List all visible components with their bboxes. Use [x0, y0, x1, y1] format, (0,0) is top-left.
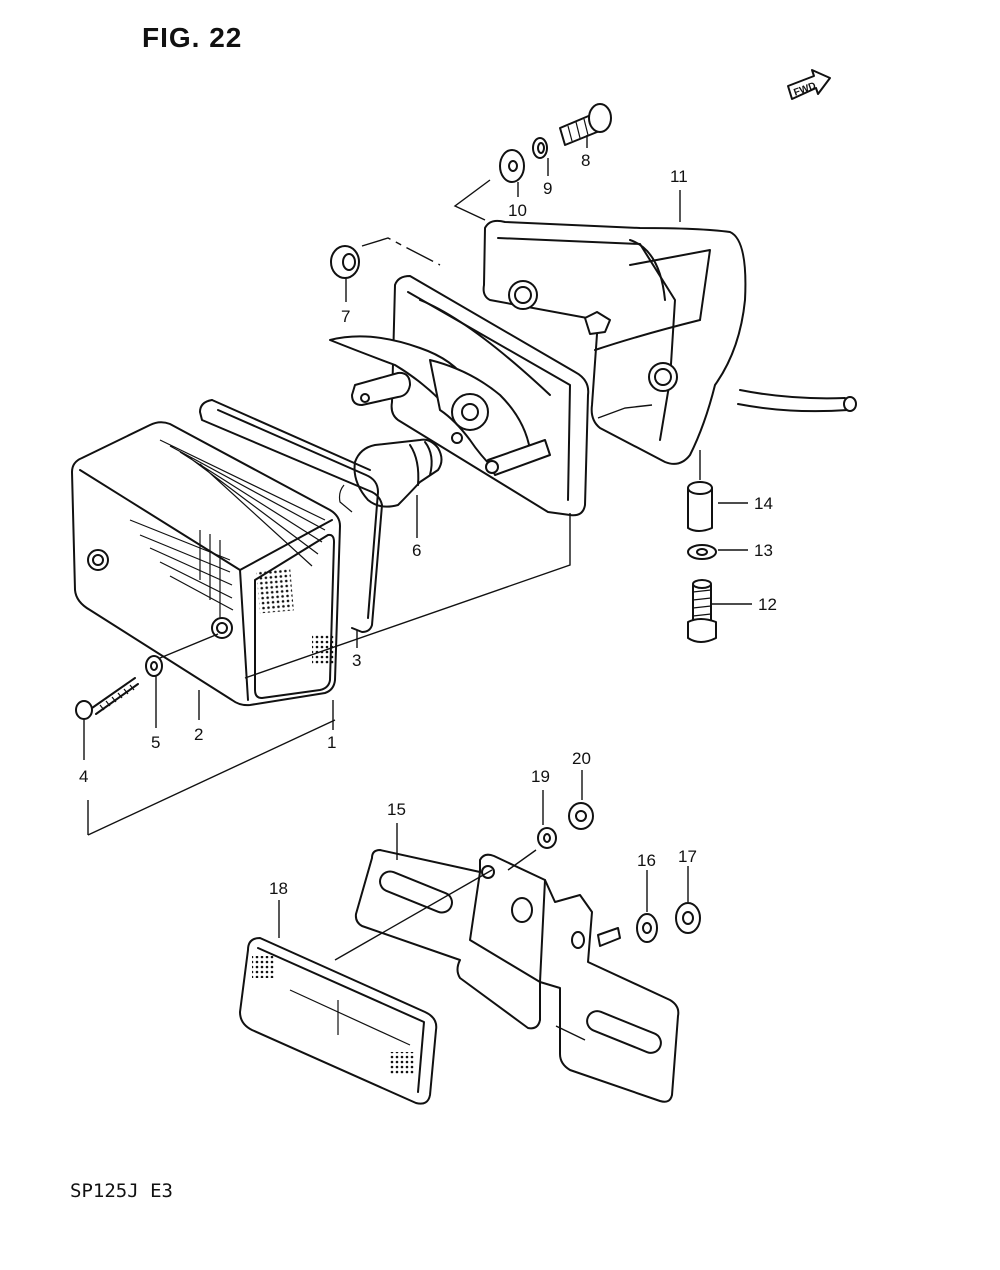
callout-16: 16 — [637, 851, 656, 870]
part-9-washer — [532, 137, 548, 159]
part-14-spacer — [687, 481, 713, 532]
callout-1: 1 — [327, 733, 336, 752]
part-18-reflector — [239, 937, 438, 1105]
callout-4: 4 — [79, 767, 88, 786]
callout-3: 3 — [352, 651, 361, 670]
socket-bracket — [329, 275, 590, 517]
assembly-lines — [87, 179, 653, 1041]
part-3-gasket — [199, 399, 383, 633]
part-10-washer — [499, 149, 525, 183]
callout-13: 13 — [754, 541, 773, 560]
callout-5: 5 — [151, 733, 160, 752]
part-13-washer — [687, 544, 717, 560]
callout-8: 8 — [581, 151, 590, 170]
callout-7: 7 — [341, 307, 350, 326]
part-16-washer — [636, 913, 658, 943]
callout-9: 9 — [543, 179, 552, 198]
part-5-washer — [145, 655, 163, 677]
callout-14: 14 — [754, 494, 773, 513]
figure-title: FIG. 22 — [142, 22, 243, 53]
callout-2: 2 — [194, 725, 203, 744]
part-6-bulb — [353, 438, 443, 508]
model-code: SP125J E3 — [70, 1180, 173, 1202]
callout-11: 11 — [670, 167, 688, 186]
callout-19: 19 — [531, 767, 550, 786]
fwd-arrow-icon: FWD — [787, 69, 831, 100]
part-7-grommet — [330, 245, 360, 279]
part-11-housing — [482, 219, 857, 465]
part-8-bolt — [559, 103, 612, 146]
part-17-nut — [675, 902, 701, 934]
leader-lines — [83, 135, 752, 938]
callout-17: 17 — [678, 847, 697, 866]
part-20-nut — [568, 802, 594, 830]
part-4-screw — [75, 677, 139, 720]
callout-6: 6 — [412, 541, 421, 560]
callout-12: 12 — [758, 595, 777, 614]
part-2-lens — [71, 421, 341, 707]
callout-10: 10 — [508, 201, 527, 220]
callout-labels: 1 2 3 4 5 6 7 8 9 10 11 12 13 14 15 16 1… — [79, 151, 777, 898]
part-19-washer — [537, 827, 557, 849]
callout-20: 20 — [572, 749, 591, 768]
callout-18: 18 — [269, 879, 288, 898]
callout-15: 15 — [387, 800, 406, 819]
part-12-bolt — [687, 579, 717, 643]
